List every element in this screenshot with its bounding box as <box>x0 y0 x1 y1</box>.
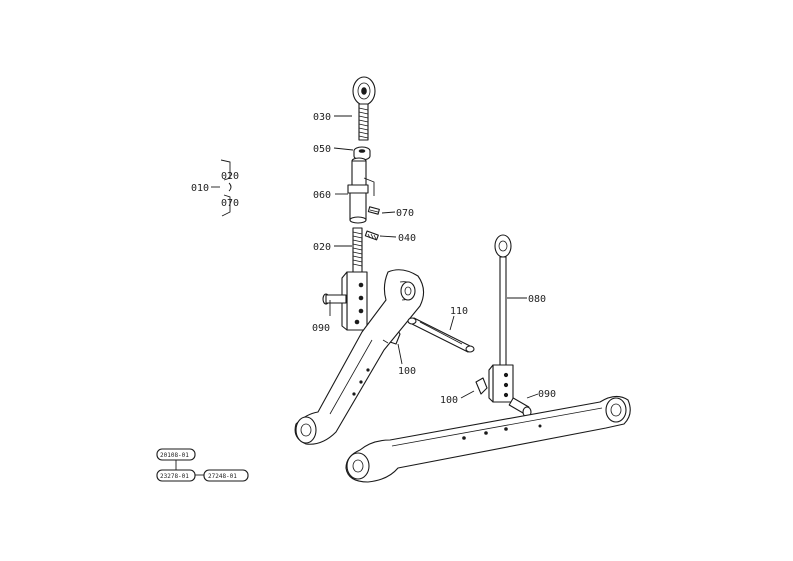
callout-110: 110 <box>450 306 468 317</box>
ref-right-label: 27248-01 <box>208 473 237 480</box>
ref-left-label: 23278-01 <box>160 473 189 480</box>
reference-boxes: 20108-01 23278-01 27248-01 <box>156 448 249 482</box>
clip-100-right <box>475 377 488 395</box>
leader-lines <box>211 115 539 399</box>
callout-labels: 030 050 060 070 020 040 090 100 110 080 … <box>191 112 556 406</box>
callout-100-left: 100 <box>398 366 416 377</box>
callout-020-right: 020 <box>313 242 331 253</box>
callout-010: 010 <box>191 183 209 194</box>
callout-050: 050 <box>313 144 331 155</box>
callout-030: 030 <box>313 112 331 123</box>
lower-link-screw-020 <box>341 227 368 331</box>
top-link-rod-end-030 <box>352 76 376 141</box>
callout-060: 060 <box>313 190 331 201</box>
lower-link-left-arm <box>294 269 425 445</box>
pin-070-top <box>367 206 380 215</box>
pin-090-left <box>322 293 347 316</box>
sleeve-060 <box>347 157 375 224</box>
callout-070-group: 070 <box>221 198 239 209</box>
callout-090-left: 090 <box>312 323 330 334</box>
pin-090-right <box>508 397 532 418</box>
callout-020-group: 020 <box>221 171 239 182</box>
lower-link-right-arm <box>345 395 631 483</box>
callout-100-right: 100 <box>440 395 458 406</box>
check-chain-110 <box>407 317 475 353</box>
lift-rod-080 <box>488 234 514 403</box>
spring-pin-040 <box>364 230 379 241</box>
callout-040: 040 <box>398 233 416 244</box>
ref-top-label: 20108-01 <box>160 452 189 459</box>
callout-070-right: 070 <box>396 208 414 219</box>
callout-080: 080 <box>528 294 546 305</box>
callout-090-right: 090 <box>538 389 556 400</box>
